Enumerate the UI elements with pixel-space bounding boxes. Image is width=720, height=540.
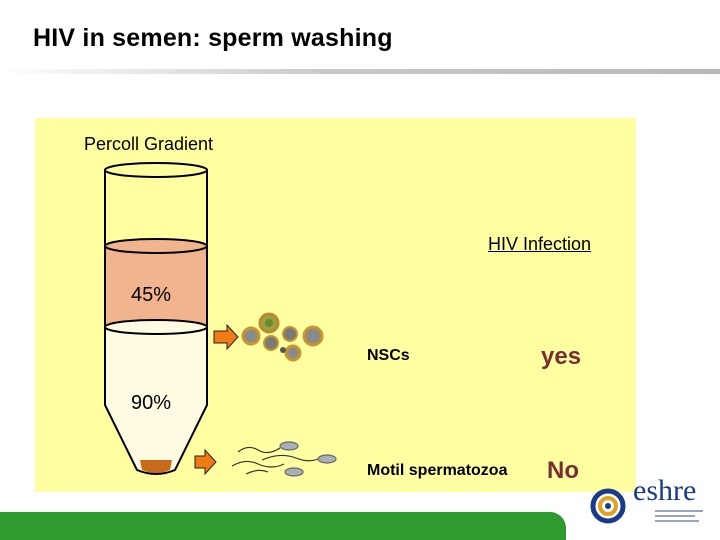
nscs-result: yes xyxy=(541,343,581,371)
tube-rim xyxy=(105,163,207,177)
footer-bar xyxy=(0,512,566,540)
nsc-cell xyxy=(243,328,259,344)
sperm-tail xyxy=(262,455,318,460)
motile-result: No xyxy=(547,457,579,485)
nsc-cell xyxy=(283,327,297,341)
gradient-label: Percoll Gradient xyxy=(84,134,213,155)
test-tube xyxy=(105,163,207,474)
sperm-tail xyxy=(246,470,268,474)
sperm-head xyxy=(318,455,336,463)
sperm-head xyxy=(285,468,303,476)
sperm-pellet xyxy=(140,460,172,473)
motile-spermatozoa-label: Motil spermatozoa xyxy=(367,462,507,480)
layer-45-surface xyxy=(105,239,207,253)
tube-upper xyxy=(105,170,207,246)
arrow-to-spermatozoa xyxy=(195,450,216,474)
nsc-cells xyxy=(243,314,322,360)
nscs-label: NSCs xyxy=(367,347,410,365)
sperm-tail xyxy=(232,461,284,467)
layer-90-label: 90% xyxy=(131,392,171,415)
sperm-tail xyxy=(238,447,280,452)
nsc-cell xyxy=(264,336,278,350)
hiv-infection-header: HIV Infection xyxy=(488,234,591,255)
sperm-head xyxy=(280,442,298,450)
logo-wordmark: eshre xyxy=(633,474,696,508)
arrow-to-nscs xyxy=(214,325,238,349)
layer-45-label: 45% xyxy=(131,284,171,307)
nsc-cell xyxy=(304,327,322,345)
spermatozoa-group xyxy=(232,442,336,476)
layer-90-surface xyxy=(105,320,207,334)
nsc-cell xyxy=(286,346,300,360)
